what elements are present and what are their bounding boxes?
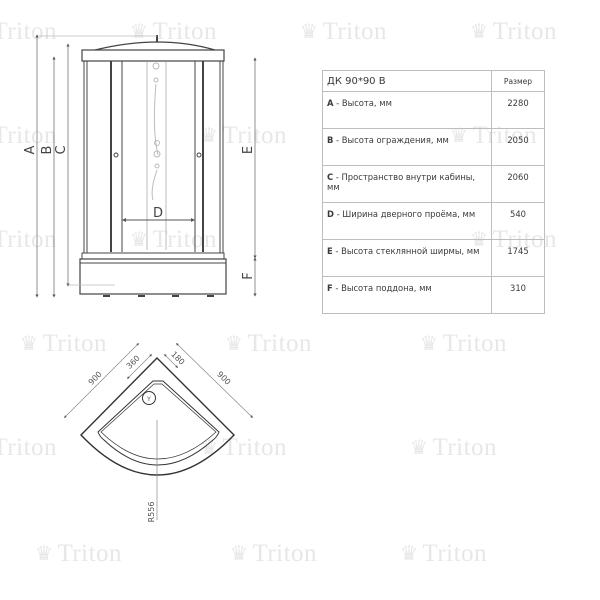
row-value: 310	[491, 276, 545, 314]
label-a: A	[23, 145, 38, 154]
row-key: A	[327, 98, 334, 108]
row-label: - Высота поддона, мм	[332, 283, 432, 293]
row-label: - Высота стеклянной ширмы, мм	[332, 246, 480, 256]
dim-radius: R556	[147, 502, 156, 523]
table-row: E - Высота стеклянной ширмы, мм 1745	[322, 239, 545, 277]
row-value: 2060	[491, 165, 545, 203]
triton-watermark: ♛Triton	[0, 434, 58, 461]
crown-icon: ♛	[130, 229, 149, 251]
label-d: D	[153, 206, 163, 221]
crown-icon: ♛	[410, 437, 429, 459]
triton-watermark: ♛Triton	[0, 226, 58, 253]
spec-table-header: ДК 90*90 В Размер	[322, 70, 545, 92]
crown-icon: ♛	[35, 543, 54, 565]
dim-180: 180	[169, 350, 186, 367]
label-b: B	[40, 146, 55, 155]
front-view	[79, 35, 227, 297]
triton-watermark: ♛Triton	[410, 434, 498, 461]
crown-icon: ♛	[20, 333, 39, 355]
model-name: ДК 90*90 В	[322, 70, 492, 92]
crown-icon: ♛	[470, 21, 489, 43]
row-key: D	[327, 209, 334, 219]
crown-icon: ♛	[130, 21, 149, 43]
row-label: - Высота ограждения, мм	[333, 135, 449, 145]
spec-table: ДК 90*90 В Размер A - Высота, мм 2280 B …	[322, 70, 545, 314]
crown-icon: ♛	[200, 125, 219, 147]
row-key: B	[327, 135, 334, 145]
crown-icon: ♛	[230, 543, 249, 565]
row-key: E	[327, 246, 333, 256]
triton-watermark: ♛Triton	[0, 122, 58, 149]
table-row: A - Высота, мм 2280	[322, 91, 545, 129]
row-label: - Пространство внутри кабины, мм	[327, 172, 476, 192]
label-e: E	[241, 146, 256, 154]
triton-watermark: ♛Triton	[0, 18, 58, 45]
triton-watermark: ♛Triton	[130, 226, 218, 253]
table-row: F - Высота поддона, мм 310	[322, 276, 545, 314]
label-f: F	[241, 272, 256, 279]
dimension-lines	[35, 34, 257, 298]
triton-watermark: ♛Triton	[420, 330, 508, 357]
row-label: - Ширина дверного проёма, мм	[333, 209, 476, 219]
top-view-dimensions	[64, 343, 254, 520]
row-label: - Высота, мм	[333, 98, 392, 108]
crown-icon: ♛	[420, 333, 439, 355]
row-value: 540	[491, 202, 545, 240]
size-header: Размер	[491, 70, 545, 92]
row-key: C	[327, 172, 334, 182]
triton-watermark: ♛Triton	[300, 18, 388, 45]
row-value: 2050	[491, 128, 545, 166]
triton-watermark: ♛Triton	[35, 540, 123, 567]
triton-watermark: ♛Triton	[400, 540, 488, 567]
svg-text:Y: Y	[146, 396, 151, 403]
crown-icon: ♛	[400, 543, 419, 565]
table-row: B - Высота ограждения, мм 2050	[322, 128, 545, 166]
triton-watermark: ♛Triton	[230, 540, 318, 567]
dim-900-left: 900	[87, 370, 104, 387]
crown-icon: ♛	[300, 21, 319, 43]
triton-watermark: ♛Triton	[470, 18, 558, 45]
row-value: 1745	[491, 239, 545, 277]
label-c: C	[54, 145, 69, 154]
triton-watermark: ♛Triton	[130, 18, 218, 45]
row-key: F	[327, 283, 333, 293]
table-row: D - Ширина дверного проёма, мм 540	[322, 202, 545, 240]
dim-900-right: 900	[215, 370, 232, 387]
top-view: Y	[80, 357, 235, 476]
dim-360: 360	[125, 354, 142, 371]
table-row: C - Пространство внутри кабины, мм 2060	[322, 165, 545, 203]
row-value: 2280	[491, 91, 545, 129]
